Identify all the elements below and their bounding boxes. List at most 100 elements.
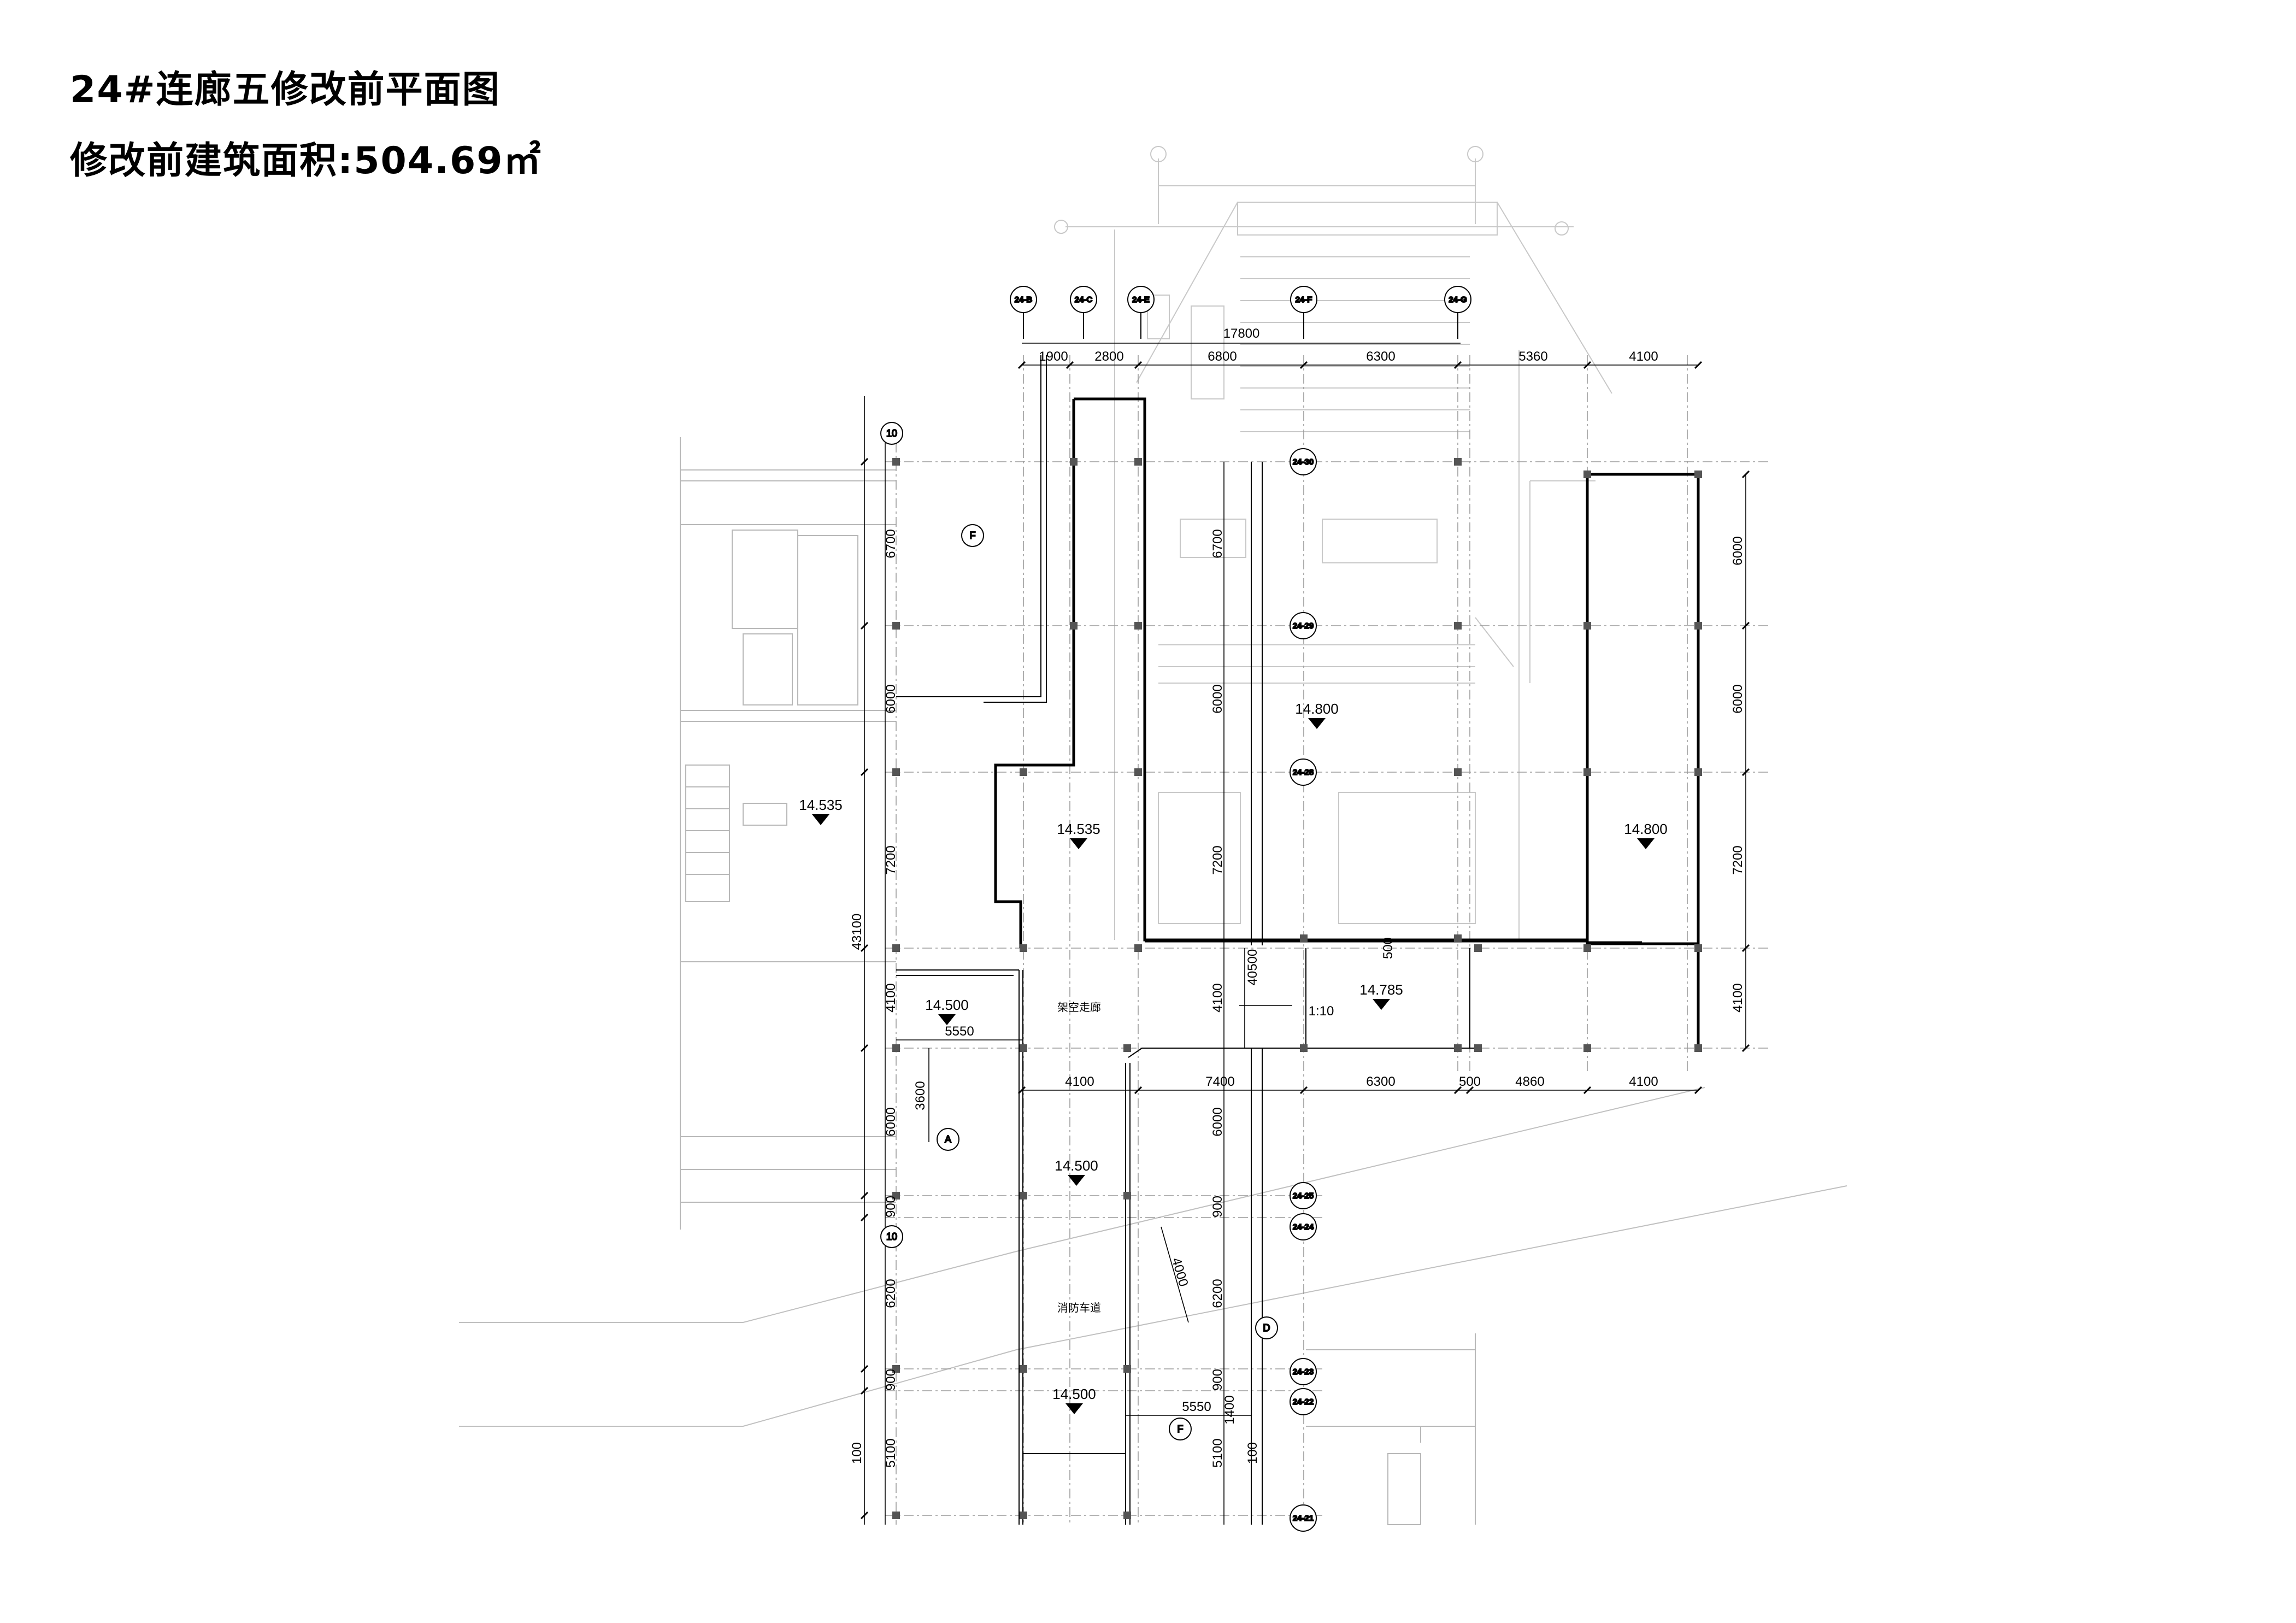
axis-bubble-d: D <box>1255 1316 1278 1339</box>
dim-bottom-2: 7400 <box>1205 1074 1234 1089</box>
area-subtitle: 修改前建筑面积:504.69㎡ <box>70 139 542 183</box>
level-text: 14.785 <box>1359 981 1403 998</box>
dim-top-5: 5360 <box>1518 349 1547 364</box>
dimension-lines <box>864 343 1746 1525</box>
axis-bubble-24-23: 24-23 <box>1290 1358 1317 1385</box>
level-text: 14.800 <box>1624 821 1668 837</box>
axis-bubble-label: 24-23 <box>1293 1367 1314 1377</box>
double-walls <box>896 355 1475 1525</box>
dim-right-1: 6000 <box>1730 536 1745 565</box>
level-text: 14.500 <box>1055 1157 1098 1174</box>
dim-top-6: 4100 <box>1629 349 1658 364</box>
axis-bubble-24-25: 24-25 <box>1290 1182 1317 1209</box>
axis-bubble-label: 24-21 <box>1293 1514 1314 1523</box>
level-text: 14.800 <box>1295 701 1339 717</box>
level-triangle <box>1637 838 1655 849</box>
level-marker-7: 14.500 <box>1055 1157 1098 1186</box>
dim-left-6: 900 <box>884 1196 898 1218</box>
axis-bubble-24-g: 24-G <box>1444 286 1471 339</box>
level-marker-1: 14.535 <box>799 797 843 825</box>
axis-bubble-label: 24-F <box>1296 295 1312 304</box>
dim-mid-1: 6700 <box>1210 529 1225 558</box>
axis-bubble-a: A <box>937 1128 959 1151</box>
dim-bottom-6: 4100 <box>1629 1074 1658 1089</box>
dim-right-4: 4100 <box>1730 983 1745 1012</box>
axis-bubble-label: 10 <box>886 428 897 439</box>
axis-bubble-24-22: 24-22 <box>1290 1388 1317 1415</box>
dim-left-7: 6200 <box>884 1279 898 1308</box>
level-triangle <box>1065 1403 1083 1414</box>
axis-bubbles-top: 24-B 24-C 24-E 24-F 24-G <box>1010 286 1471 339</box>
dims-right: 6000 6000 7200 4100 <box>1730 536 1745 1012</box>
axis-bubble-10-bottom: 10 <box>880 1225 903 1248</box>
level-marker-8: 14.500 <box>1052 1386 1096 1414</box>
axis-bubble-label: 24-29 <box>1293 621 1314 631</box>
dim-top-2: 2800 <box>1094 349 1123 364</box>
axis-bubble-label: A <box>945 1134 951 1145</box>
level-triangle <box>938 1014 956 1025</box>
level-text: 14.500 <box>925 997 969 1013</box>
dim-5550-upper: 5550 <box>945 1024 974 1039</box>
axis-bubble-24-28: 24-28 <box>1290 758 1317 786</box>
axis-bubble-24-e: 24-E <box>1127 286 1155 339</box>
room-labels: 架空走廊 消防车道 <box>1057 1001 1101 1314</box>
dim-right-2: 6000 <box>1730 684 1745 713</box>
dim-left-10: 100 <box>850 1442 864 1464</box>
dim-left-4: 4100 <box>884 983 898 1012</box>
level-marker-3: 14.800 <box>1295 701 1339 729</box>
axis-bubble-f-upper: F <box>961 524 984 547</box>
axis-bubbles-left: 10 10 F A F D <box>880 422 1278 1440</box>
dim-3600: 3600 <box>913 1081 928 1110</box>
dim-500: 500 <box>1381 937 1396 959</box>
axis-bubble-label: F <box>1178 1424 1184 1434</box>
dim-left-total: 43100 <box>850 914 864 950</box>
road-linework <box>459 1087 1847 1427</box>
axis-bubble-label: 10 <box>886 1231 897 1242</box>
dim-bottom-4: 500 <box>1459 1074 1481 1089</box>
dim-mid-4: 4100 <box>1210 983 1225 1012</box>
room-label-corridor: 架空走廊 <box>1057 1001 1101 1014</box>
outline-right-block <box>1146 473 1700 1049</box>
axis-bubble-10-top: 10 <box>880 422 903 445</box>
dim-mid-8: 900 <box>1210 1369 1225 1391</box>
dim-mid-2: 6000 <box>1210 684 1225 713</box>
level-text: 14.500 <box>1052 1386 1096 1402</box>
axis-bubble-24-29: 24-29 <box>1290 612 1317 639</box>
axis-bubble-f-lower: F <box>1169 1418 1192 1440</box>
dim-top-1: 1900 <box>1039 349 1068 364</box>
dim-bottom-5: 4860 <box>1515 1074 1544 1089</box>
dim-left-9: 5100 <box>884 1438 898 1467</box>
dim-bottom-1: 4100 <box>1065 1074 1094 1089</box>
dim-left-8: 900 <box>884 1369 898 1391</box>
dims-left: 6700 6000 7200 4100 6000 900 6200 900 51… <box>850 529 898 1467</box>
axis-bubble-label: 24-25 <box>1293 1191 1314 1201</box>
level-marker-5: 14.500 <box>925 997 969 1025</box>
level-triangle <box>1308 718 1326 729</box>
dim-4000: 4000 <box>1169 1256 1191 1289</box>
axis-bubble-24-24: 24-24 <box>1290 1213 1317 1240</box>
axis-bubble-24-f: 24-F <box>1290 286 1317 339</box>
axis-bubble-label: 24-30 <box>1293 457 1314 467</box>
axis-bubble-24-c: 24-C <box>1070 286 1097 339</box>
dim-left-5: 6000 <box>884 1107 898 1136</box>
axis-bubble-label: D <box>1263 1322 1270 1333</box>
level-triangle <box>1373 999 1390 1010</box>
level-triangle <box>1070 838 1087 849</box>
axis-bubble-label: 24-E <box>1132 295 1150 304</box>
axis-bubble-label: 24-B <box>1015 295 1033 304</box>
level-text: 14.535 <box>799 797 843 813</box>
dim-40500: 40500 <box>1245 949 1260 986</box>
dim-mid-11: 100 <box>1245 1442 1260 1464</box>
dim-left-3: 7200 <box>884 845 898 874</box>
room-label-fire-lane: 消防车道 <box>1057 1301 1101 1314</box>
dim-mid-9: 1400 <box>1222 1395 1237 1424</box>
dims-mid: 6700 6000 7200 4100 6000 900 6200 900 14… <box>913 529 1396 1467</box>
axis-bubble-24-30: 24-30 <box>1290 448 1317 475</box>
dim-top-3: 6800 <box>1208 349 1237 364</box>
axis-bubble-label: 24-G <box>1449 295 1467 304</box>
dim-mid-6: 900 <box>1210 1196 1225 1218</box>
left-building-linework <box>680 437 896 1230</box>
drawing-title: 24#连廊五修改前平面图 <box>70 68 501 111</box>
axis-bubble-label: 24-C <box>1075 295 1093 304</box>
